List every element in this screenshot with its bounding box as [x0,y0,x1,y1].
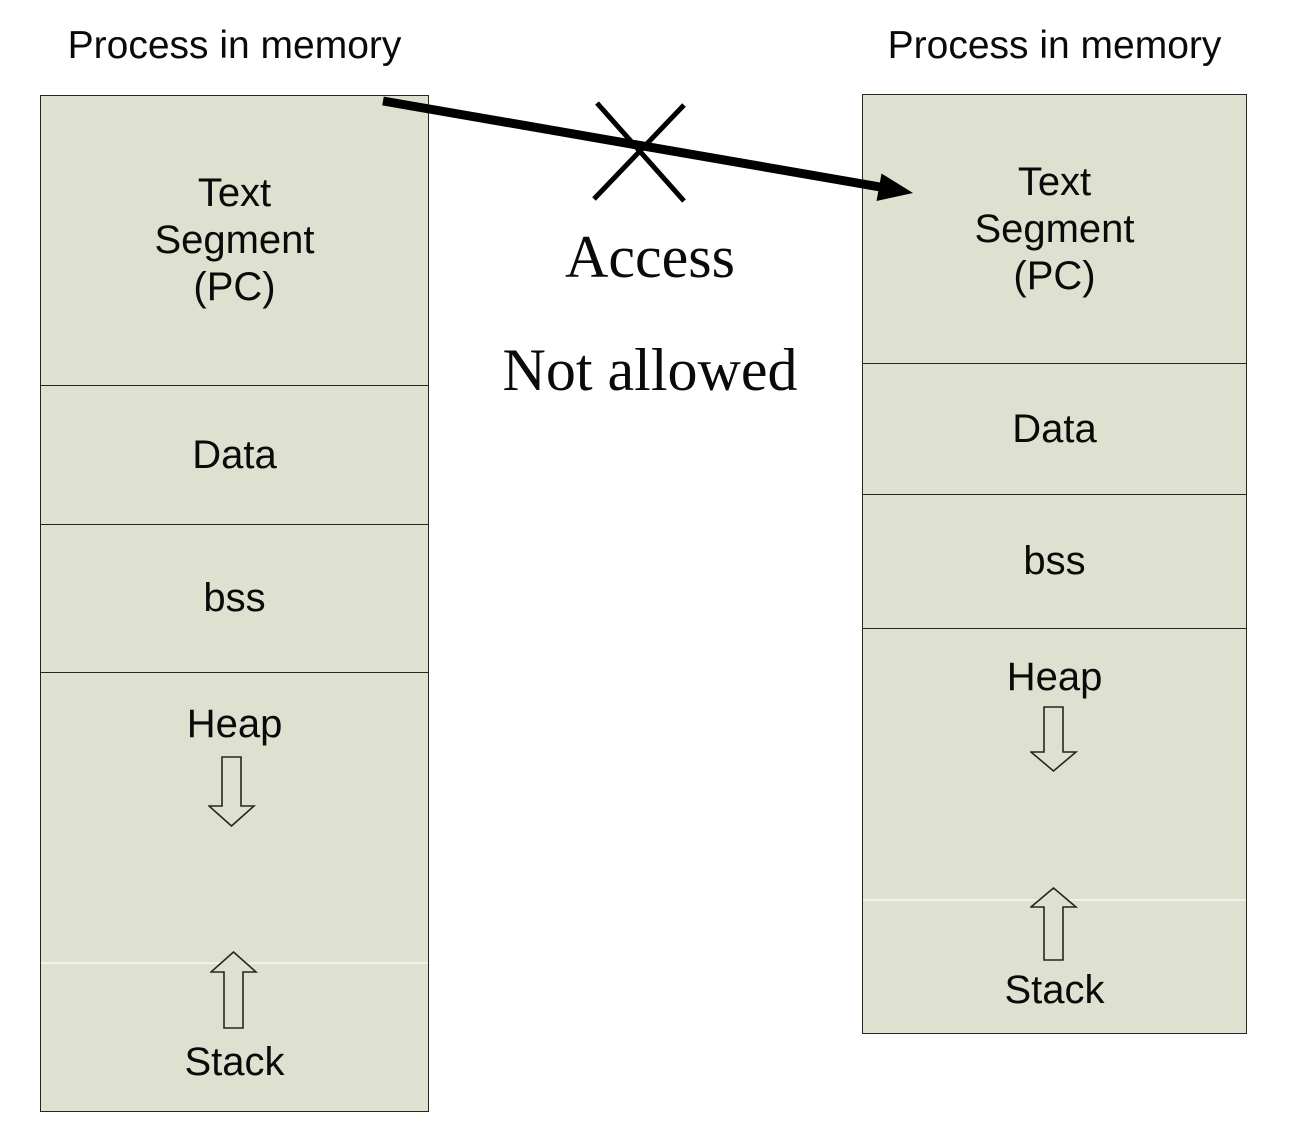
stack-grow-up-arrow-icon [1030,886,1078,961]
right-process-title: Process in memory [887,24,1222,67]
access-label: Access [565,224,735,290]
left-text-segment: Text Segment (PC) [41,96,428,385]
right-text-segment-label: Text Segment (PC) [974,159,1134,300]
left-pc-line: (PC) [193,265,276,310]
heap-grow-down-arrow-icon [208,756,256,828]
right-stack-label: Stack [1004,967,1105,1012]
left-stack-label: Stack [184,1039,285,1084]
right-data-segment: Data [863,363,1246,494]
right-heap-stack-segment: Heap Stack [863,627,1246,1033]
left-bss-segment: bss [41,524,428,672]
access-arrow-line [382,96,887,193]
left-process-title: Process in memory [67,24,402,67]
cross-out-line-1 [595,101,686,203]
right-process-box: Text Segment (PC) Data bss Heap [862,94,1247,1034]
cross-out-line-2 [592,103,686,201]
left-segment-line: Segment [154,218,315,263]
left-text-line: Text [197,171,272,216]
left-heap-label: Heap [186,701,283,746]
left-text-segment-label: Text Segment (PC) [154,170,314,311]
right-segment-line: Segment [974,206,1135,251]
stack-grow-up-arrow-icon [210,950,258,1029]
right-heap-label: Heap [1006,654,1103,699]
heap-grow-down-arrow-icon [1030,706,1078,773]
right-text-segment: Text Segment (PC) [863,95,1246,363]
left-heap-stack-segment: Heap Stack [41,671,428,1111]
right-pc-line: (PC) [1013,253,1096,298]
left-bss-label: bss [203,576,266,620]
not-allowed-label: Not allowed [502,337,798,403]
right-bss-label: bss [1023,539,1086,583]
right-text-line: Text [1017,159,1092,204]
right-data-label: Data [1012,406,1097,451]
right-bss-segment: bss [863,494,1246,628]
left-data-segment: Data [41,385,428,524]
left-process-box: Text Segment (PC) Data bss Heap [40,95,429,1112]
left-data-label: Data [192,432,277,477]
